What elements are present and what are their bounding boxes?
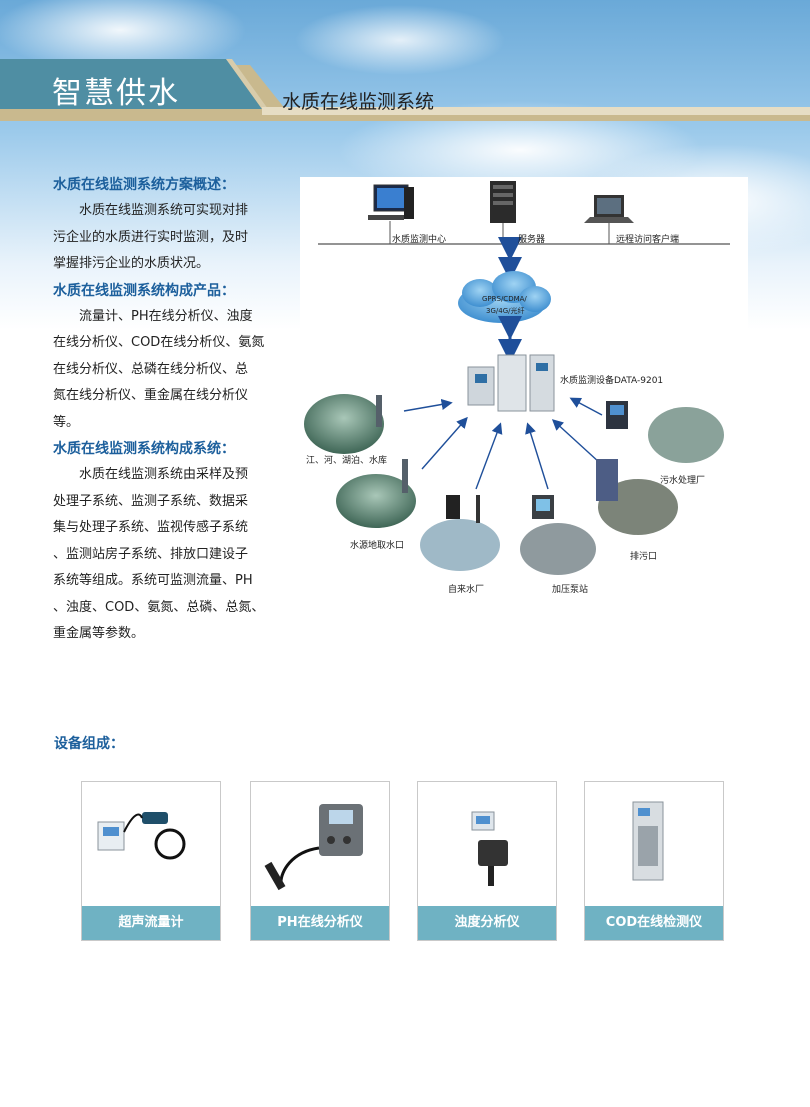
paragraph-line: 水质在线监测系统由采样及预 [53, 467, 249, 482]
paragraph-line: 、监测站房子系统、排放口建设子 [53, 546, 249, 562]
river-photo [304, 394, 384, 454]
paragraph-line: 集与处理子系统、监视传感子系统 [53, 520, 249, 535]
paragraph-line: 水质在线监测系统可实现对排 [53, 203, 249, 218]
intro-column: 水质在线监测系统方案概述： 水质在线监测系统可实现对排 污企业的水质进行实时监测… [53, 172, 293, 648]
section-heading-products: 水质在线监测系统构成产品： [53, 282, 235, 299]
paragraph-line: 重金属等参数。 [53, 626, 145, 641]
waterworks-photo [420, 495, 500, 571]
paragraph-line: 流量计、PH在线分析仪、浊度 [53, 308, 253, 324]
label-network-1: GPRS/CDMA/ [482, 295, 527, 303]
paragraph-line: 处理子系统、监测子系统、数据采 [53, 493, 249, 509]
label-site-outlet: 排污口 [630, 552, 658, 562]
paragraph-line: 系统等组成。系统可监测流量、PH [53, 573, 253, 588]
paragraph-line: 在线分析仪、总磷在线分析仪、总 [53, 361, 249, 377]
cloud-icon [458, 271, 551, 323]
paragraph-line: 污企业的水质进行实时监测，及时 [53, 229, 249, 245]
label-site-sewage: 污水处理厂 [660, 476, 706, 486]
title-band [0, 59, 810, 121]
section-heading-overview: 水质在线监测系统方案概述： [53, 177, 235, 193]
label-site-waterworks: 自来水厂 [448, 585, 485, 595]
paragraph-line: 在线分析仪、COD在线分析仪、氨氮 [53, 335, 265, 350]
device-label: COD在线检测仪 [585, 906, 723, 940]
device-card-cod: COD在线检测仪 [584, 781, 724, 941]
paragraph-line: 等。 [53, 414, 80, 430]
cod-analyzer-image [632, 801, 664, 881]
band-subtitle: 水质在线监测系统 [282, 91, 435, 113]
device-label: 浊度分析仪 [418, 906, 556, 940]
ph-analyzer-image [264, 804, 363, 891]
sewage-plant-photo [606, 401, 724, 463]
computer-icon [368, 184, 414, 244]
outlet-photo [596, 459, 678, 535]
turbidity-analyzer-image [471, 811, 508, 886]
pump-station-photo [520, 495, 596, 575]
device-card-flowmeter: 超声流量计 [81, 781, 221, 941]
devices-heading: 设备组成： [54, 736, 124, 752]
device-label: PH在线分析仪 [251, 906, 389, 940]
paragraph-line: 、浊度、COD、氨氮、总磷、总氮、 [53, 599, 265, 615]
system-diagram: 水质监测中心 服务器 远程访问客户端 GPRS/CDMA/ 3G/4G/光纤 水… [300, 177, 748, 597]
laptop-icon [584, 195, 634, 244]
ultrasonic-flowmeter-image [97, 812, 186, 860]
label-monitoring-center: 水质监测中心 [392, 235, 447, 245]
monitoring-cabinet-icon [467, 354, 555, 412]
band-title: 智慧供水 [52, 76, 180, 111]
intake-photo [336, 459, 416, 528]
paragraph-line: 掌握排污企业的水质状况。 [53, 256, 210, 271]
paragraph-line: 氮在线分析仪、重金属在线分析仪 [53, 388, 249, 403]
label-site-intake: 水源地取水口 [350, 541, 405, 551]
label-site-river: 江、河、湖泊、水库 [306, 456, 388, 466]
device-card-ph: PH在线分析仪 [250, 781, 390, 941]
section-heading-systems: 水质在线监测系统构成系统： [53, 441, 235, 457]
device-card-turbidity: 浊度分析仪 [417, 781, 557, 941]
label-remote-client: 远程访问客户端 [616, 235, 680, 245]
label-server: 服务器 [518, 235, 546, 245]
diagram-graphics [304, 181, 730, 575]
device-label: 超声流量计 [82, 906, 220, 940]
label-monitoring-device: 水质监测设备DATA-9201 [560, 376, 664, 386]
server-icon [490, 181, 516, 244]
label-network-2: 3G/4G/光纤 [486, 307, 525, 315]
label-site-pump: 加压泵站 [552, 585, 589, 595]
